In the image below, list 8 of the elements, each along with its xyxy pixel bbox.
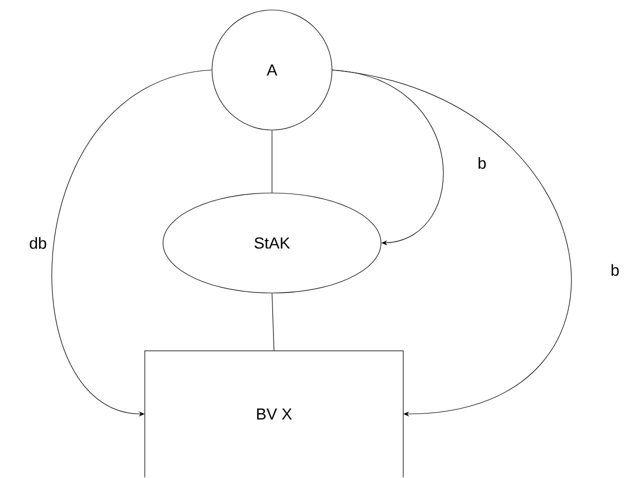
ellipse-node: StAK <box>162 192 382 294</box>
arrow <box>332 70 444 246</box>
edge-label: b <box>610 263 620 277</box>
edge-label: b <box>476 156 488 170</box>
edge-label: db <box>28 236 48 250</box>
arrow <box>332 70 572 417</box>
circle-node: A <box>212 10 332 130</box>
open-box: BV X <box>144 350 404 478</box>
